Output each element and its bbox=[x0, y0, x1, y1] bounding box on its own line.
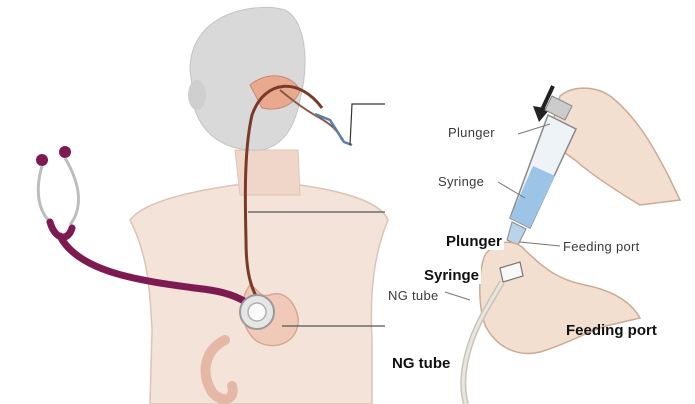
stethoscope-earpiece-right bbox=[59, 146, 71, 158]
stethoscope-diaphragm bbox=[248, 303, 266, 321]
plunger-label-upper: Plunger bbox=[448, 126, 495, 139]
feeding-port-label: Feeding port bbox=[566, 323, 657, 338]
plunger-label: Plunger bbox=[444, 233, 504, 250]
leader-ng-tube-upper bbox=[445, 292, 470, 300]
stethoscope-earpiece-left bbox=[36, 154, 48, 166]
syringe-label-upper: Syringe bbox=[438, 175, 484, 188]
ear bbox=[188, 80, 206, 110]
feeding-port-label-upper: Feeding port bbox=[563, 240, 640, 253]
syringe-label: Syringe bbox=[422, 267, 481, 284]
syringe-fluid bbox=[510, 166, 555, 228]
ng-tube-label-upper: NG tube bbox=[388, 289, 439, 302]
stethoscope-binaurals bbox=[38, 158, 78, 225]
leader-feeding-port-upper bbox=[520, 242, 560, 246]
leader-line-top bbox=[350, 104, 385, 145]
ng-tube-label: NG tube bbox=[392, 356, 450, 371]
